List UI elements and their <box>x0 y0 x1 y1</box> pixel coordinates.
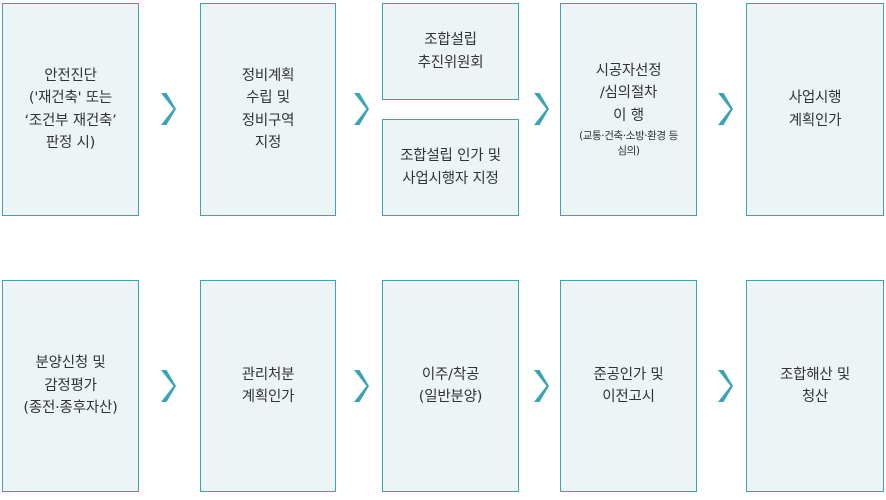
chevron-right-icon <box>529 91 551 127</box>
step-text-stack: 시공자선정 /심의절차 이 행 (교통·건축·소방·환경 등 심의) <box>577 60 680 160</box>
process-step-union-dissolution-liquidation[interactable]: 조합해산 및 청산 <box>746 280 884 492</box>
chevron-right-icon <box>156 91 178 127</box>
chevron-right-icon <box>349 91 371 127</box>
step-label: 분양신청 및 감정평가 (종전·종후자산) <box>23 355 118 417</box>
chevron-right-icon <box>713 368 735 404</box>
process-step-completion-approval-transfer-notice[interactable]: 준공인가 및 이전고시 <box>560 280 697 492</box>
process-step-management-disposal-approval[interactable]: 관리처분 계획인가 <box>200 280 336 492</box>
process-step-safety-diagnosis[interactable]: 안전진단 ('재건축' 또는 ‘조건부 재건축’ 판정 시) <box>2 3 139 216</box>
process-step-union-approval[interactable]: 조합설립 인가 및 사업시행자 지정 <box>382 119 519 216</box>
step-label: 관리처분 계획인가 <box>241 366 295 405</box>
process-step-maintenance-plan[interactable]: 정비계획 수립 및 정비구역 지정 <box>200 3 336 216</box>
step-note: (교통·건축·소방·환경 등 심의) <box>579 129 678 158</box>
step-label: 조합설립 인가 및 사업시행자 지정 <box>400 148 501 187</box>
step-label: 정비계획 수립 및 정비구역 지정 <box>241 67 295 151</box>
step-label: 사업시행 계획인가 <box>788 90 842 129</box>
process-step-union-establishment-committee[interactable]: 조합설립 추진위원회 <box>382 3 519 100</box>
chevron-right-icon <box>713 91 735 127</box>
process-step-project-implementation-approval[interactable]: 사업시행 계획인가 <box>746 3 884 216</box>
step-label: 안전진단 ('재건축' 또는 ‘조건부 재건축’ 판정 시) <box>24 67 117 151</box>
chevron-right-icon <box>156 368 178 404</box>
step-label: 이주/착공 (일반분양) <box>418 366 483 405</box>
process-step-relocation-construction[interactable]: 이주/착공 (일반분양) <box>382 280 519 492</box>
step-label: 준공인가 및 이전고시 <box>593 366 664 405</box>
chevron-right-icon <box>349 368 371 404</box>
process-step-sale-application-appraisal[interactable]: 분양신청 및 감정평가 (종전·종후자산) <box>2 280 139 492</box>
chevron-right-icon <box>529 368 551 404</box>
step-label: 시공자선정 /심의절차 이 행 <box>595 62 662 124</box>
step-label: 조합설립 추진위원회 <box>417 32 484 71</box>
process-step-contractor-selection[interactable]: 시공자선정 /심의절차 이 행 (교통·건축·소방·환경 등 심의) <box>560 3 697 216</box>
step-label: 조합해산 및 청산 <box>779 366 851 405</box>
